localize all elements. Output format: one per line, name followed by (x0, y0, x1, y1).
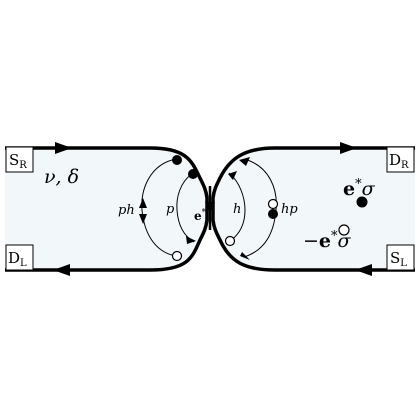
open-marker (171, 250, 183, 262)
ph-arc (141, 158, 177, 257)
arrow-lower-right (355, 264, 372, 276)
label-ph: ph (118, 203, 135, 218)
left-upper-edge (5, 146, 209, 212)
terminal-box-source-left (386, 244, 415, 271)
hp-arrow-bottom (240, 252, 250, 260)
terminal-label-drain-left: DL (8, 249, 27, 269)
arrow-upper-right (340, 142, 357, 154)
arrow-upper-left (55, 142, 72, 154)
qpc-charge-label: e* (194, 208, 207, 223)
p-arc (176, 173, 195, 243)
h-arrow (228, 171, 237, 180)
tunneling-arrow (205, 202, 215, 213)
legend-open-marker (338, 224, 350, 236)
legend-filled-label: e*σ (343, 177, 376, 200)
hp-arrow-top (239, 157, 250, 166)
open-marker (224, 235, 236, 247)
terminal-label-source-right: SR (9, 151, 27, 171)
upper-channel (5, 148, 415, 210)
filled-marker (188, 169, 198, 179)
right-upper-edge (211, 146, 415, 212)
filled-marker (268, 209, 278, 219)
p-arrow (186, 236, 196, 244)
right-lower-edge (211, 212, 415, 272)
terminal-label-drain-right: DR (389, 151, 409, 171)
legend-filled-marker (356, 196, 368, 208)
lower-channel (5, 210, 415, 270)
ph-arrow-up (139, 198, 147, 208)
ph-arrow-down (139, 214, 147, 224)
label-p: p (166, 202, 175, 217)
left-lower-edge (5, 212, 209, 272)
terminal-box-drain-right (386, 146, 415, 173)
open-marker (267, 198, 279, 210)
h-arc (228, 172, 246, 242)
terminal-box-source-right (5, 146, 34, 173)
params-label: ν, δ (44, 166, 79, 188)
label-h: h (233, 202, 241, 217)
legend-open-label: −e*σ (303, 229, 352, 252)
terminal-label-source-left: SL (390, 249, 407, 269)
arrow-lower-left (53, 264, 70, 276)
label-hp: hp (281, 202, 298, 217)
terminal-box-drain-left (5, 244, 34, 271)
filled-marker (172, 155, 182, 165)
